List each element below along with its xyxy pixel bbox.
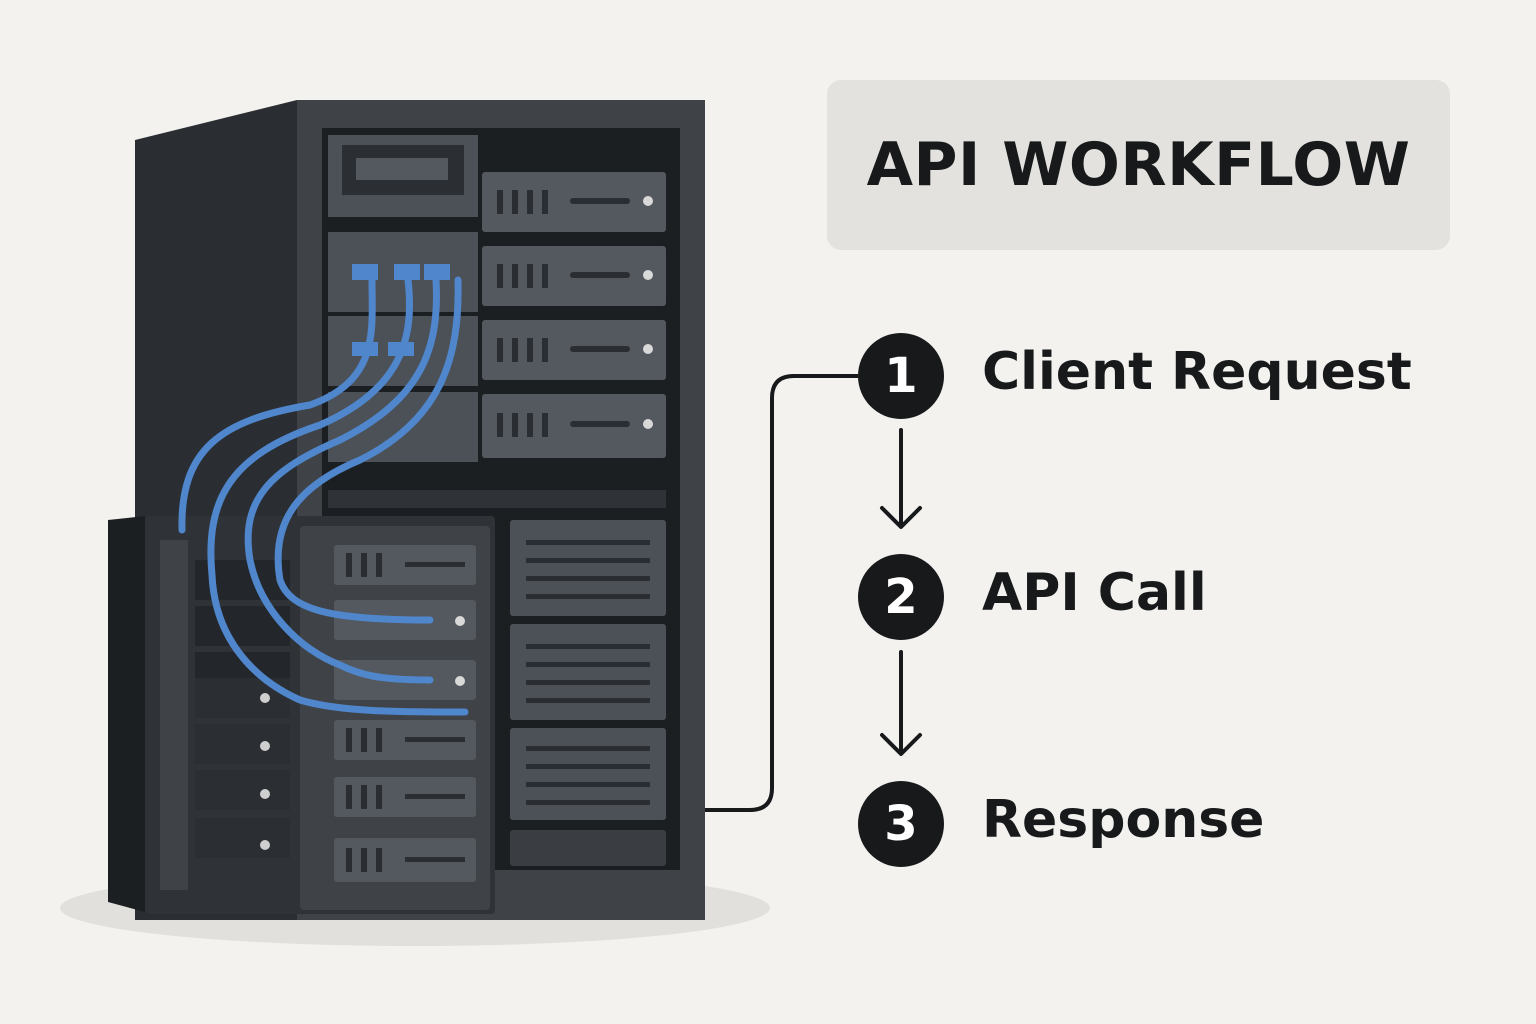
diagram-title: API WORKFLOW bbox=[866, 130, 1411, 200]
network-cables bbox=[178, 276, 469, 716]
drive-bay bbox=[482, 172, 666, 232]
step-3-number: 3 bbox=[884, 796, 918, 852]
step-2-number: 2 bbox=[884, 569, 918, 625]
step-1-badge: 1 bbox=[858, 333, 944, 419]
step-2-label: API Call bbox=[982, 563, 1207, 623]
vent-panels bbox=[510, 520, 666, 866]
drive-bay bbox=[482, 394, 666, 458]
elbow-connector-line bbox=[705, 374, 858, 812]
upper-drive-bays bbox=[328, 172, 666, 508]
title-box: API WORKFLOW bbox=[827, 80, 1450, 250]
drive-bay bbox=[482, 320, 666, 380]
step-3-label: Response bbox=[982, 790, 1265, 850]
drive-bay bbox=[482, 246, 666, 306]
step-1-label: Client Request bbox=[982, 342, 1412, 402]
step-1-number: 1 bbox=[884, 348, 918, 404]
down-arrow-icon bbox=[880, 428, 922, 529]
left-drive-slots bbox=[195, 560, 290, 858]
step-3-badge: 3 bbox=[858, 781, 944, 867]
step-2-badge: 2 bbox=[858, 554, 944, 640]
down-arrow-icon bbox=[880, 650, 922, 756]
